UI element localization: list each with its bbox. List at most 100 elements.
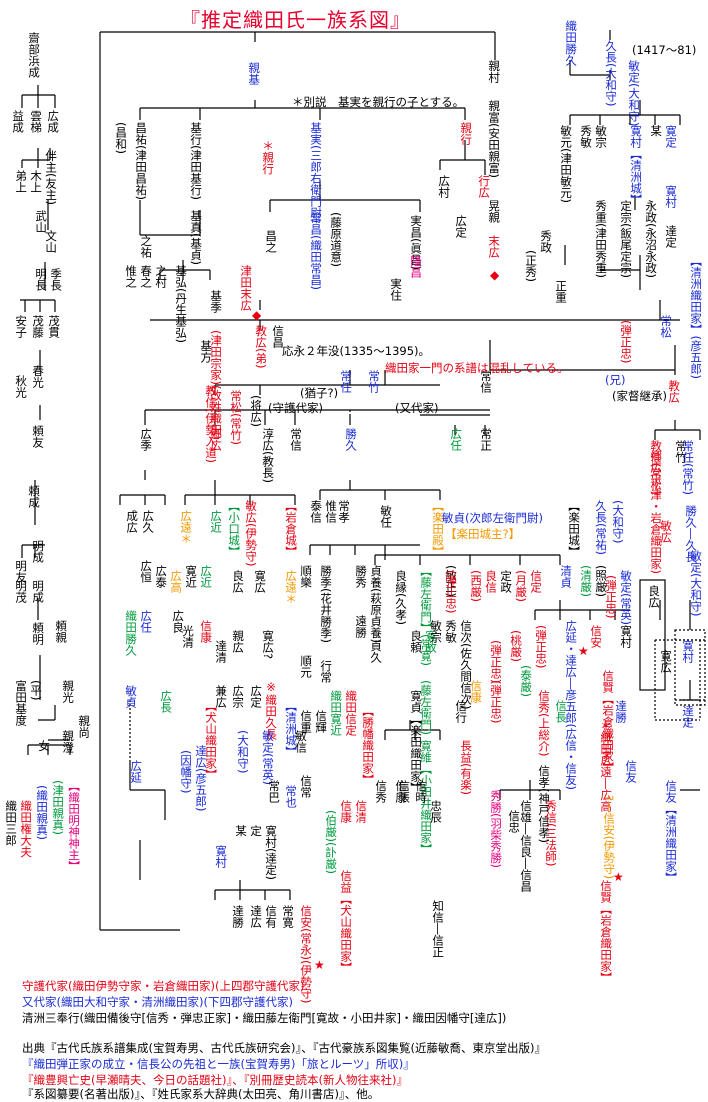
- person-toshinobu2: 敏信: [294, 730, 309, 753]
- person-tatsuhiro: 達定: [681, 705, 696, 728]
- person-chikazane: 織田三郎: [4, 800, 19, 846]
- person-toshisada: 敏定(大和守): [627, 60, 642, 127]
- person-mitsukiyo: 光清: [181, 625, 196, 648]
- person-nobuyoshi: 信忠: [507, 810, 522, 833]
- person-chikamura: 親村: [487, 60, 502, 83]
- star-icon: ★: [578, 644, 589, 658]
- diamond-icon: ◆: [490, 268, 500, 282]
- person-chikatomi: 親富(安田親富): [487, 100, 502, 178]
- source-line-4: 『系図纂要(名著出版)』、『姓氏家系大辞典(太田亮、角川書店)』、他。: [22, 1087, 380, 1101]
- person-bou2: 某: [234, 825, 249, 837]
- person-toshisada4: 敏定(大和守): [689, 550, 704, 617]
- person-gohiro2: 郷広(下津・岩倉織田家): [649, 450, 664, 574]
- person-hironaga: 広長: [159, 690, 174, 713]
- person-yoshiyori: 良頼: [409, 630, 424, 653]
- person-oda-hisanaga: ※織田久長: [264, 680, 279, 740]
- person-kansei: 寛村(達定): [264, 825, 279, 880]
- diagram-title: 『推定織田氏一族系図』: [180, 8, 411, 32]
- person-toshisada5: 敏貞: [124, 685, 139, 708]
- person-hiromura6: 寛村: [214, 845, 229, 868]
- person-bunzan: 文山: [44, 230, 59, 253]
- person-tatsuhiro4: 広延・達広―彦五郎(広信・信友): [564, 620, 579, 790]
- person-chikamitsu: 親光: [61, 680, 76, 703]
- person-tsuda-suehiro: 津田末広: [239, 265, 254, 311]
- person-hiromura4: 寛村: [619, 625, 634, 648]
- person-mitsuyori: 寛貞【楽田織田家】: [409, 690, 424, 794]
- person-tsunetake: 常竹: [367, 370, 382, 393]
- person-nobuhide: 信秀: [374, 780, 389, 803]
- person-shigemasa: (藤原道意): [329, 212, 344, 267]
- person-yasunobu: 泰信: [309, 500, 324, 523]
- person-tsunenaga: 常寛: [281, 905, 296, 928]
- person-toshinobu: 敏任: [379, 505, 394, 528]
- person-masashige: (正秀): [524, 250, 539, 282]
- person-sadahisa: 貞久: [369, 640, 384, 663]
- person-oda-chikazane: (織田親真): [35, 785, 50, 840]
- person-sadamasa: 貞養(萩原貞養): [369, 565, 384, 643]
- label-rakuden-jo2: 【楽田城】: [567, 500, 582, 558]
- person-masanari: 益成: [11, 110, 26, 133]
- person-tsunemasa3: 常正: [479, 428, 494, 451]
- person-tatsukiyo: 達清: [214, 640, 229, 663]
- person-nobukiyo2: 信清: [354, 800, 369, 823]
- person-nobusada2: (弾正忠): [534, 625, 549, 669]
- label-yushi: (猶子?): [300, 386, 339, 400]
- person-oda-gondaifu: 織田権大夫: [19, 800, 34, 858]
- person-kinoue: 木上: [29, 170, 44, 193]
- person-kanhiro3: 寛広: [253, 570, 268, 593]
- legend-matadai: 又代家(織田大和守家・清洲織田家)(下四郡守護代家): [22, 995, 293, 1009]
- person-hidetoshi: 秀敏: [444, 620, 459, 643]
- person-hirotaka: 広高: [169, 570, 184, 593]
- label-shugodai: (守護代家): [268, 401, 323, 415]
- person-hirotada: 寛定: [664, 125, 679, 148]
- person-yukihiro: 行広: [477, 175, 492, 198]
- person-nobumasa3: 信行: [454, 700, 469, 723]
- person-akinari: 明成: [31, 540, 46, 563]
- person-nobutada: 信孝(神戸信孝): [537, 765, 552, 843]
- person-nobukiyo: 信康: [199, 620, 214, 643]
- person-tsuda-chikazane: (津田親真): [51, 780, 66, 835]
- person-nobuyasu3: 信康: [469, 680, 484, 703]
- person-kiyoshin: (清厳): [579, 565, 594, 597]
- person-toshishige2: 敏宗: [429, 620, 444, 643]
- person-akimitsu2: 明茂: [14, 580, 29, 603]
- person-hirosada3: 広宗: [231, 685, 246, 708]
- person-kanhiro2: 寛近: [184, 565, 199, 588]
- person-suehiro: 末広: [487, 235, 502, 258]
- person-toshitada: 敏元(津田敏元): [559, 125, 574, 203]
- person-akinari2: 明成: [31, 580, 46, 603]
- person-nobukiyo3: 信康: [394, 780, 409, 803]
- person-katsuhisa2: 勝久: [344, 428, 359, 451]
- person-haruyuki: 春之: [139, 265, 154, 288]
- person-nobuari: 信有: [264, 905, 279, 928]
- person-kiyosu2: 信友【清洲織田家】: [664, 780, 679, 884]
- person-chikazane-top: 親基: [247, 62, 262, 85]
- label-tsuda-soke: (津田宗家)(改姓織田): [209, 330, 224, 440]
- person-sadamu: 定: [249, 825, 264, 837]
- note-betsusetsu: ＊別説 基実を親行の子とする。: [292, 95, 465, 109]
- person-chikayuki-red: ＊親行: [261, 140, 276, 175]
- person-sanemasa: 実昌(眞昌): [409, 215, 424, 270]
- person-tsuneya: 常也: [284, 785, 299, 808]
- label-rakuden-jo: 【楽田城主?】: [445, 527, 521, 541]
- person-tsunehiro: 寛故: [424, 630, 439, 653]
- person-eiseishu: 秀重(津田秀重): [594, 200, 609, 278]
- person-shigetsura: 茂貫: [47, 315, 62, 338]
- person-hiromura: 広村: [437, 175, 452, 198]
- source-line-1: 出典『古代氏族系譜集成(宝賀寿男、古代氏族研究会)』、『古代豪族系図集覧(近藤敏…: [22, 1041, 546, 1055]
- person-hirotoo2: 広遠＊: [284, 570, 299, 605]
- person-yoshinobu: 良信: [484, 570, 499, 593]
- person-norinobu: 教信(伊勢入道): [204, 385, 219, 463]
- person-bou: 某: [649, 125, 664, 137]
- person-toshimune: 敏宗: [594, 125, 609, 148]
- person-katsusue: 勝季(花井勝季): [319, 565, 334, 643]
- person-tsunetaka: 常孝: [337, 500, 352, 523]
- person-masasuke: 昌祐(津田昌祐): [134, 122, 149, 200]
- person-suecho: 季長: [49, 268, 64, 291]
- person-yamato2: (大和守): [236, 730, 251, 774]
- person-onna: 女: [37, 740, 52, 752]
- person-takamasa: 隆昌: [409, 255, 424, 278]
- person-toshinao: (敏正): [444, 565, 459, 597]
- source-line-2: 『織田弾正家の成立・信長公の先祖と一族(宝賀寿男)「旅とルーツ」所収)』: [22, 1057, 415, 1071]
